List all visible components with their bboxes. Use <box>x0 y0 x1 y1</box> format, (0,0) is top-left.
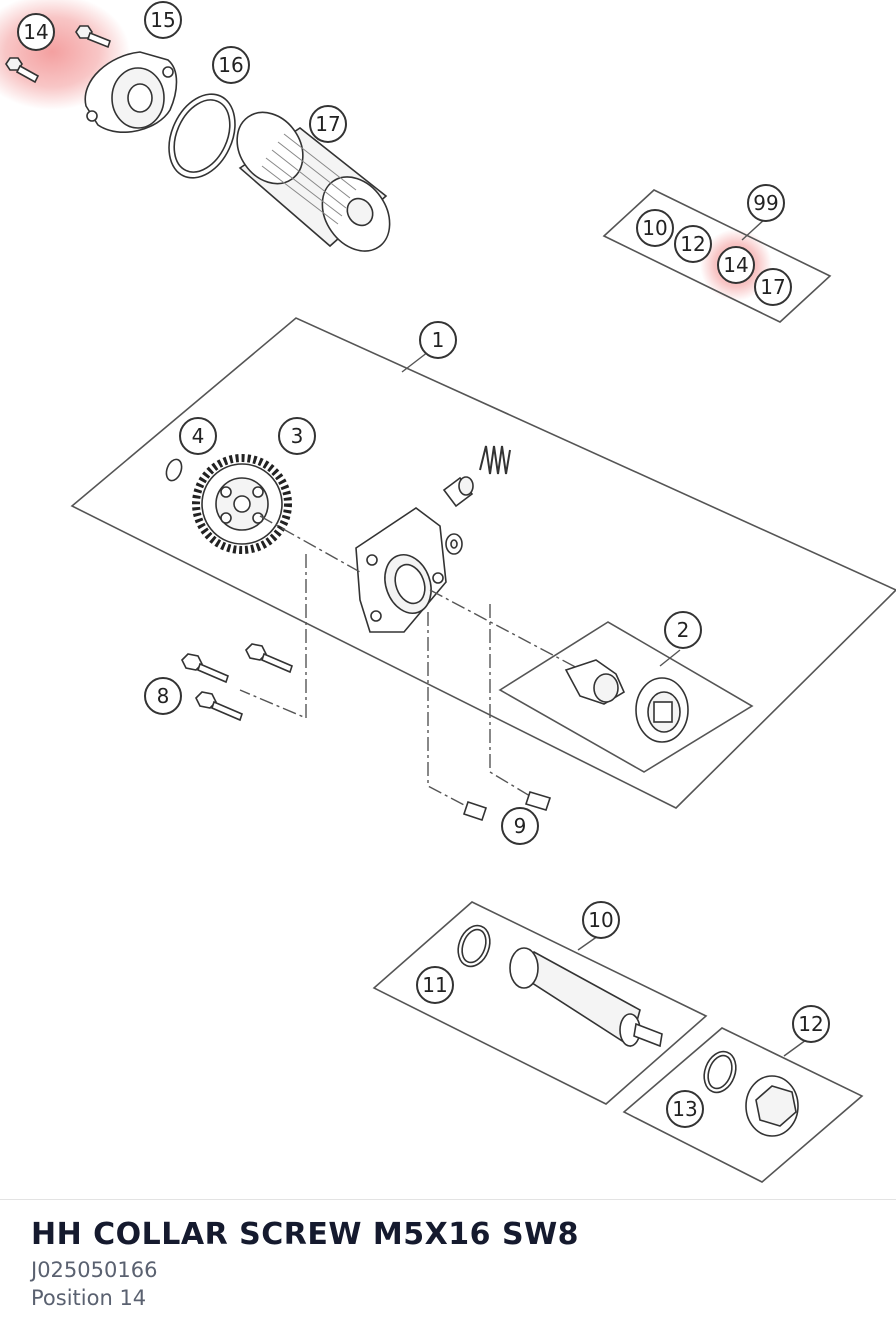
filter-cover-15[interactable] <box>84 51 178 133</box>
svg-text:14: 14 <box>23 20 48 44</box>
bolts-8[interactable] <box>181 643 293 722</box>
inner-rotor-2[interactable] <box>564 659 626 705</box>
circlip-4[interactable] <box>164 457 185 482</box>
assembly-frame-10 <box>372 901 708 1105</box>
collar-screw-14[interactable] <box>5 25 111 84</box>
subassembly-frame-2 <box>498 621 754 773</box>
svg-text:9: 9 <box>514 814 527 838</box>
svg-text:4: 4 <box>192 424 205 448</box>
svg-text:99: 99 <box>753 191 778 215</box>
callout-12[interactable]: 12 <box>792 1005 830 1043</box>
pump-housing[interactable] <box>355 507 447 633</box>
svg-text:12: 12 <box>680 232 705 256</box>
washer[interactable] <box>445 533 463 555</box>
kit-callout-14[interactable]: 14 <box>717 246 755 284</box>
divider <box>0 1199 896 1200</box>
part-name: HH COLLAR SCREW M5X16 SW8 <box>31 1217 580 1252</box>
svg-text:13: 13 <box>672 1097 697 1121</box>
callout-2[interactable]: 2 <box>664 611 702 649</box>
callout-8[interactable]: 8 <box>144 677 182 715</box>
dowel-pins-9[interactable] <box>462 791 552 822</box>
part-number: J025050166 <box>31 1258 158 1282</box>
pressure-spring[interactable] <box>479 445 511 475</box>
svg-text:10: 10 <box>642 216 667 240</box>
callout-99[interactable]: 99 <box>747 184 785 222</box>
svg-text:2: 2 <box>677 618 690 642</box>
oil-filter-17[interactable] <box>224 100 404 264</box>
o-ring-16[interactable] <box>156 83 248 188</box>
svg-text:15: 15 <box>150 8 175 32</box>
svg-text:3: 3 <box>291 424 304 448</box>
oil-pump-gear-3[interactable] <box>192 454 292 554</box>
callout-17[interactable]: 17 <box>309 105 347 143</box>
part-position: Position 14 <box>31 1286 147 1310</box>
o-ring-11[interactable] <box>453 921 496 971</box>
callout-10[interactable]: 10 <box>582 901 620 939</box>
relief-valve-piston[interactable] <box>442 476 474 508</box>
o-ring-13[interactable] <box>699 1047 742 1097</box>
svg-text:1: 1 <box>432 328 445 352</box>
callout-15[interactable]: 15 <box>144 1 182 39</box>
callout-16[interactable]: 16 <box>212 46 250 84</box>
part-info-panel: HH COLLAR SCREW M5X16 SW8 J025050166 Pos… <box>31 1214 871 1312</box>
svg-text:11: 11 <box>422 973 447 997</box>
outer-rotor-2[interactable] <box>635 677 689 743</box>
exploded-parts-diagram: 14 15 16 17 99 10 12 14 17 1 4 3 2 8 9 1… <box>0 0 896 1183</box>
svg-text:17: 17 <box>760 275 785 299</box>
kit-frame-99 <box>602 189 832 323</box>
svg-text:12: 12 <box>798 1012 823 1036</box>
svg-text:10: 10 <box>588 908 613 932</box>
callout-11[interactable]: 11 <box>416 966 454 1004</box>
callout-1[interactable]: 1 <box>419 321 457 359</box>
callout-4[interactable]: 4 <box>179 417 217 455</box>
callout-3[interactable]: 3 <box>278 417 316 455</box>
kit-callout-10[interactable]: 10 <box>636 209 674 247</box>
kit-callout-12[interactable]: 12 <box>674 225 712 263</box>
plug-screw-12[interactable] <box>745 1075 799 1137</box>
svg-text:14: 14 <box>723 253 748 277</box>
callout-13[interactable]: 13 <box>666 1090 704 1128</box>
svg-text:17: 17 <box>315 112 340 136</box>
valve-cartridge-10[interactable] <box>509 947 663 1048</box>
callout-9[interactable]: 9 <box>501 807 539 845</box>
assembly-frame-12 <box>622 1027 864 1183</box>
kit-callout-17[interactable]: 17 <box>754 268 792 306</box>
svg-text:8: 8 <box>157 684 170 708</box>
callout-14-top[interactable]: 14 <box>17 13 55 51</box>
svg-text:16: 16 <box>218 53 243 77</box>
assembly-frame-1 <box>70 317 896 809</box>
